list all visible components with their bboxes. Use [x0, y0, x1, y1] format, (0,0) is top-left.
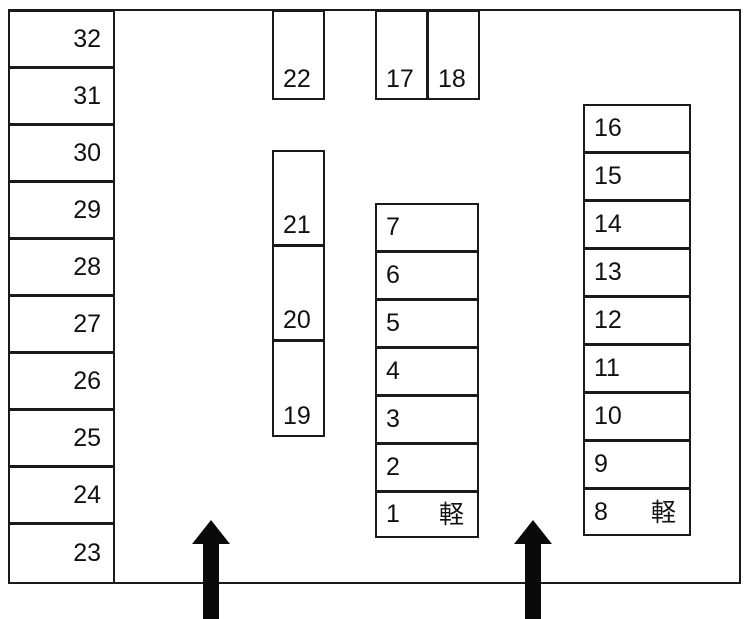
stall-18[interactable]: 18 [427, 10, 480, 100]
stall-19[interactable]: 19 [272, 340, 325, 437]
stall-number: 29 [73, 195, 101, 224]
stall-number: 12 [594, 306, 622, 334]
stall-number: 22 [283, 65, 311, 93]
stall-24[interactable]: 24 [8, 466, 115, 524]
stall-17[interactable]: 17 [375, 10, 428, 100]
stall-14[interactable]: 14 [583, 200, 691, 249]
stall-22[interactable]: 22 [272, 10, 325, 100]
entrance-arrow-left-icon [190, 518, 232, 619]
stall-number: 24 [73, 480, 101, 509]
stall-number: 26 [73, 366, 101, 395]
stall-2[interactable]: 2 [375, 443, 479, 492]
entrance-arrow-right-icon [512, 518, 554, 619]
stall-9[interactable]: 9 [583, 440, 691, 489]
stall-number: 11 [594, 354, 620, 382]
stall-number: 27 [73, 309, 101, 338]
stall-number: 3 [386, 405, 400, 433]
stall-number: 20 [283, 306, 311, 334]
stall-number: 31 [73, 81, 101, 110]
stall-number: 17 [386, 65, 414, 93]
stall-29[interactable]: 29 [8, 181, 115, 239]
stall-12[interactable]: 12 [583, 296, 691, 345]
stall-number: 13 [594, 258, 622, 286]
stall-28[interactable]: 28 [8, 238, 115, 296]
stall-number: 15 [594, 162, 622, 190]
stall-number: 16 [594, 114, 622, 142]
stall-number: 5 [386, 309, 400, 337]
stall-10[interactable]: 10 [583, 392, 691, 441]
stall-number: 4 [386, 357, 400, 385]
stall-13[interactable]: 13 [583, 248, 691, 297]
stall-15[interactable]: 15 [583, 152, 691, 201]
stall-number: 9 [594, 450, 608, 478]
stall-31[interactable]: 31 [8, 67, 115, 125]
stall-number: 18 [438, 65, 466, 93]
stall-number: 8 [594, 497, 608, 526]
stall-1[interactable]: 1 軽 [375, 491, 479, 538]
stall-number: 21 [283, 211, 311, 239]
stall-11[interactable]: 11 [583, 344, 691, 393]
stall-30[interactable]: 30 [8, 124, 115, 182]
stall-25[interactable]: 25 [8, 409, 115, 467]
stall-3[interactable]: 3 [375, 395, 479, 444]
stall-number: 14 [594, 210, 622, 238]
stall-5[interactable]: 5 [375, 299, 479, 348]
stall-number: 28 [73, 252, 101, 281]
stall-27[interactable]: 27 [8, 295, 115, 353]
stall-21[interactable]: 21 [272, 150, 325, 246]
stall-23[interactable]: 23 [8, 523, 115, 584]
kei-vehicle-mark: 軽 [650, 497, 676, 527]
stall-16[interactable]: 16 [583, 104, 691, 153]
stall-number: 1 [386, 500, 400, 528]
stall-8[interactable]: 8 軽 [583, 488, 691, 536]
stall-7[interactable]: 7 [375, 203, 479, 252]
stall-number: 30 [73, 138, 101, 167]
stall-32[interactable]: 32 [8, 10, 115, 68]
stall-6[interactable]: 6 [375, 251, 479, 300]
stall-26[interactable]: 26 [8, 352, 115, 410]
stall-number: 23 [73, 539, 101, 567]
stall-number: 10 [594, 402, 622, 430]
stall-number: 32 [73, 24, 101, 53]
stall-number: 19 [283, 402, 311, 430]
kei-vehicle-mark: 軽 [438, 500, 464, 529]
stall-number: 6 [386, 261, 400, 289]
stall-4[interactable]: 4 [375, 347, 479, 396]
stall-number: 2 [386, 453, 400, 481]
stall-number: 25 [73, 423, 101, 452]
stall-20[interactable]: 20 [272, 245, 325, 341]
stall-number: 7 [386, 213, 400, 241]
